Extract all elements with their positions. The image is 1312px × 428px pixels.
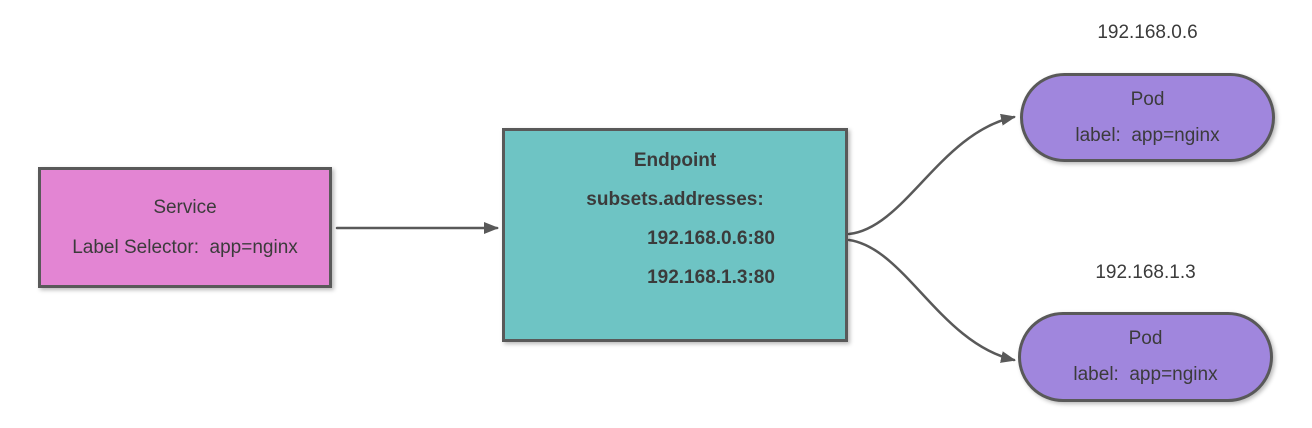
service-title: Service <box>153 196 217 218</box>
pod-2-ip-label: 192.168.1.3 <box>1095 262 1196 283</box>
pod-1-ip-label: 192.168.0.6 <box>1097 22 1198 43</box>
arrow-endpoint-to-pod-2 <box>847 238 1016 363</box>
endpoint-title: Endpoint <box>633 150 717 171</box>
pod-2-title: Pod <box>1128 328 1163 349</box>
pod-1-label: label: app=nginx <box>1075 124 1220 146</box>
service-label-selector: Label Selector: app=nginx <box>72 236 298 258</box>
endpoint-address-1: 192.168.0.6:80 <box>647 228 775 249</box>
pod-node-2: Pod label: app=nginx <box>1018 312 1273 402</box>
arrow-endpoint-to-pod-1 <box>847 113 1016 236</box>
endpoint-subsets-addresses-label: subsets.addresses: <box>586 189 764 210</box>
pod-node-1: Pod label: app=nginx <box>1020 73 1275 162</box>
pod-1-title: Pod <box>1130 88 1165 110</box>
service-node: Service Label Selector: app=nginx <box>38 167 332 288</box>
endpoint-address-2: 192.168.1.3:80 <box>647 267 775 288</box>
pod-2-label: label: app=nginx <box>1073 364 1218 385</box>
endpoint-node: Endpoint subsets.addresses: 192.168.0.6:… <box>502 128 848 342</box>
